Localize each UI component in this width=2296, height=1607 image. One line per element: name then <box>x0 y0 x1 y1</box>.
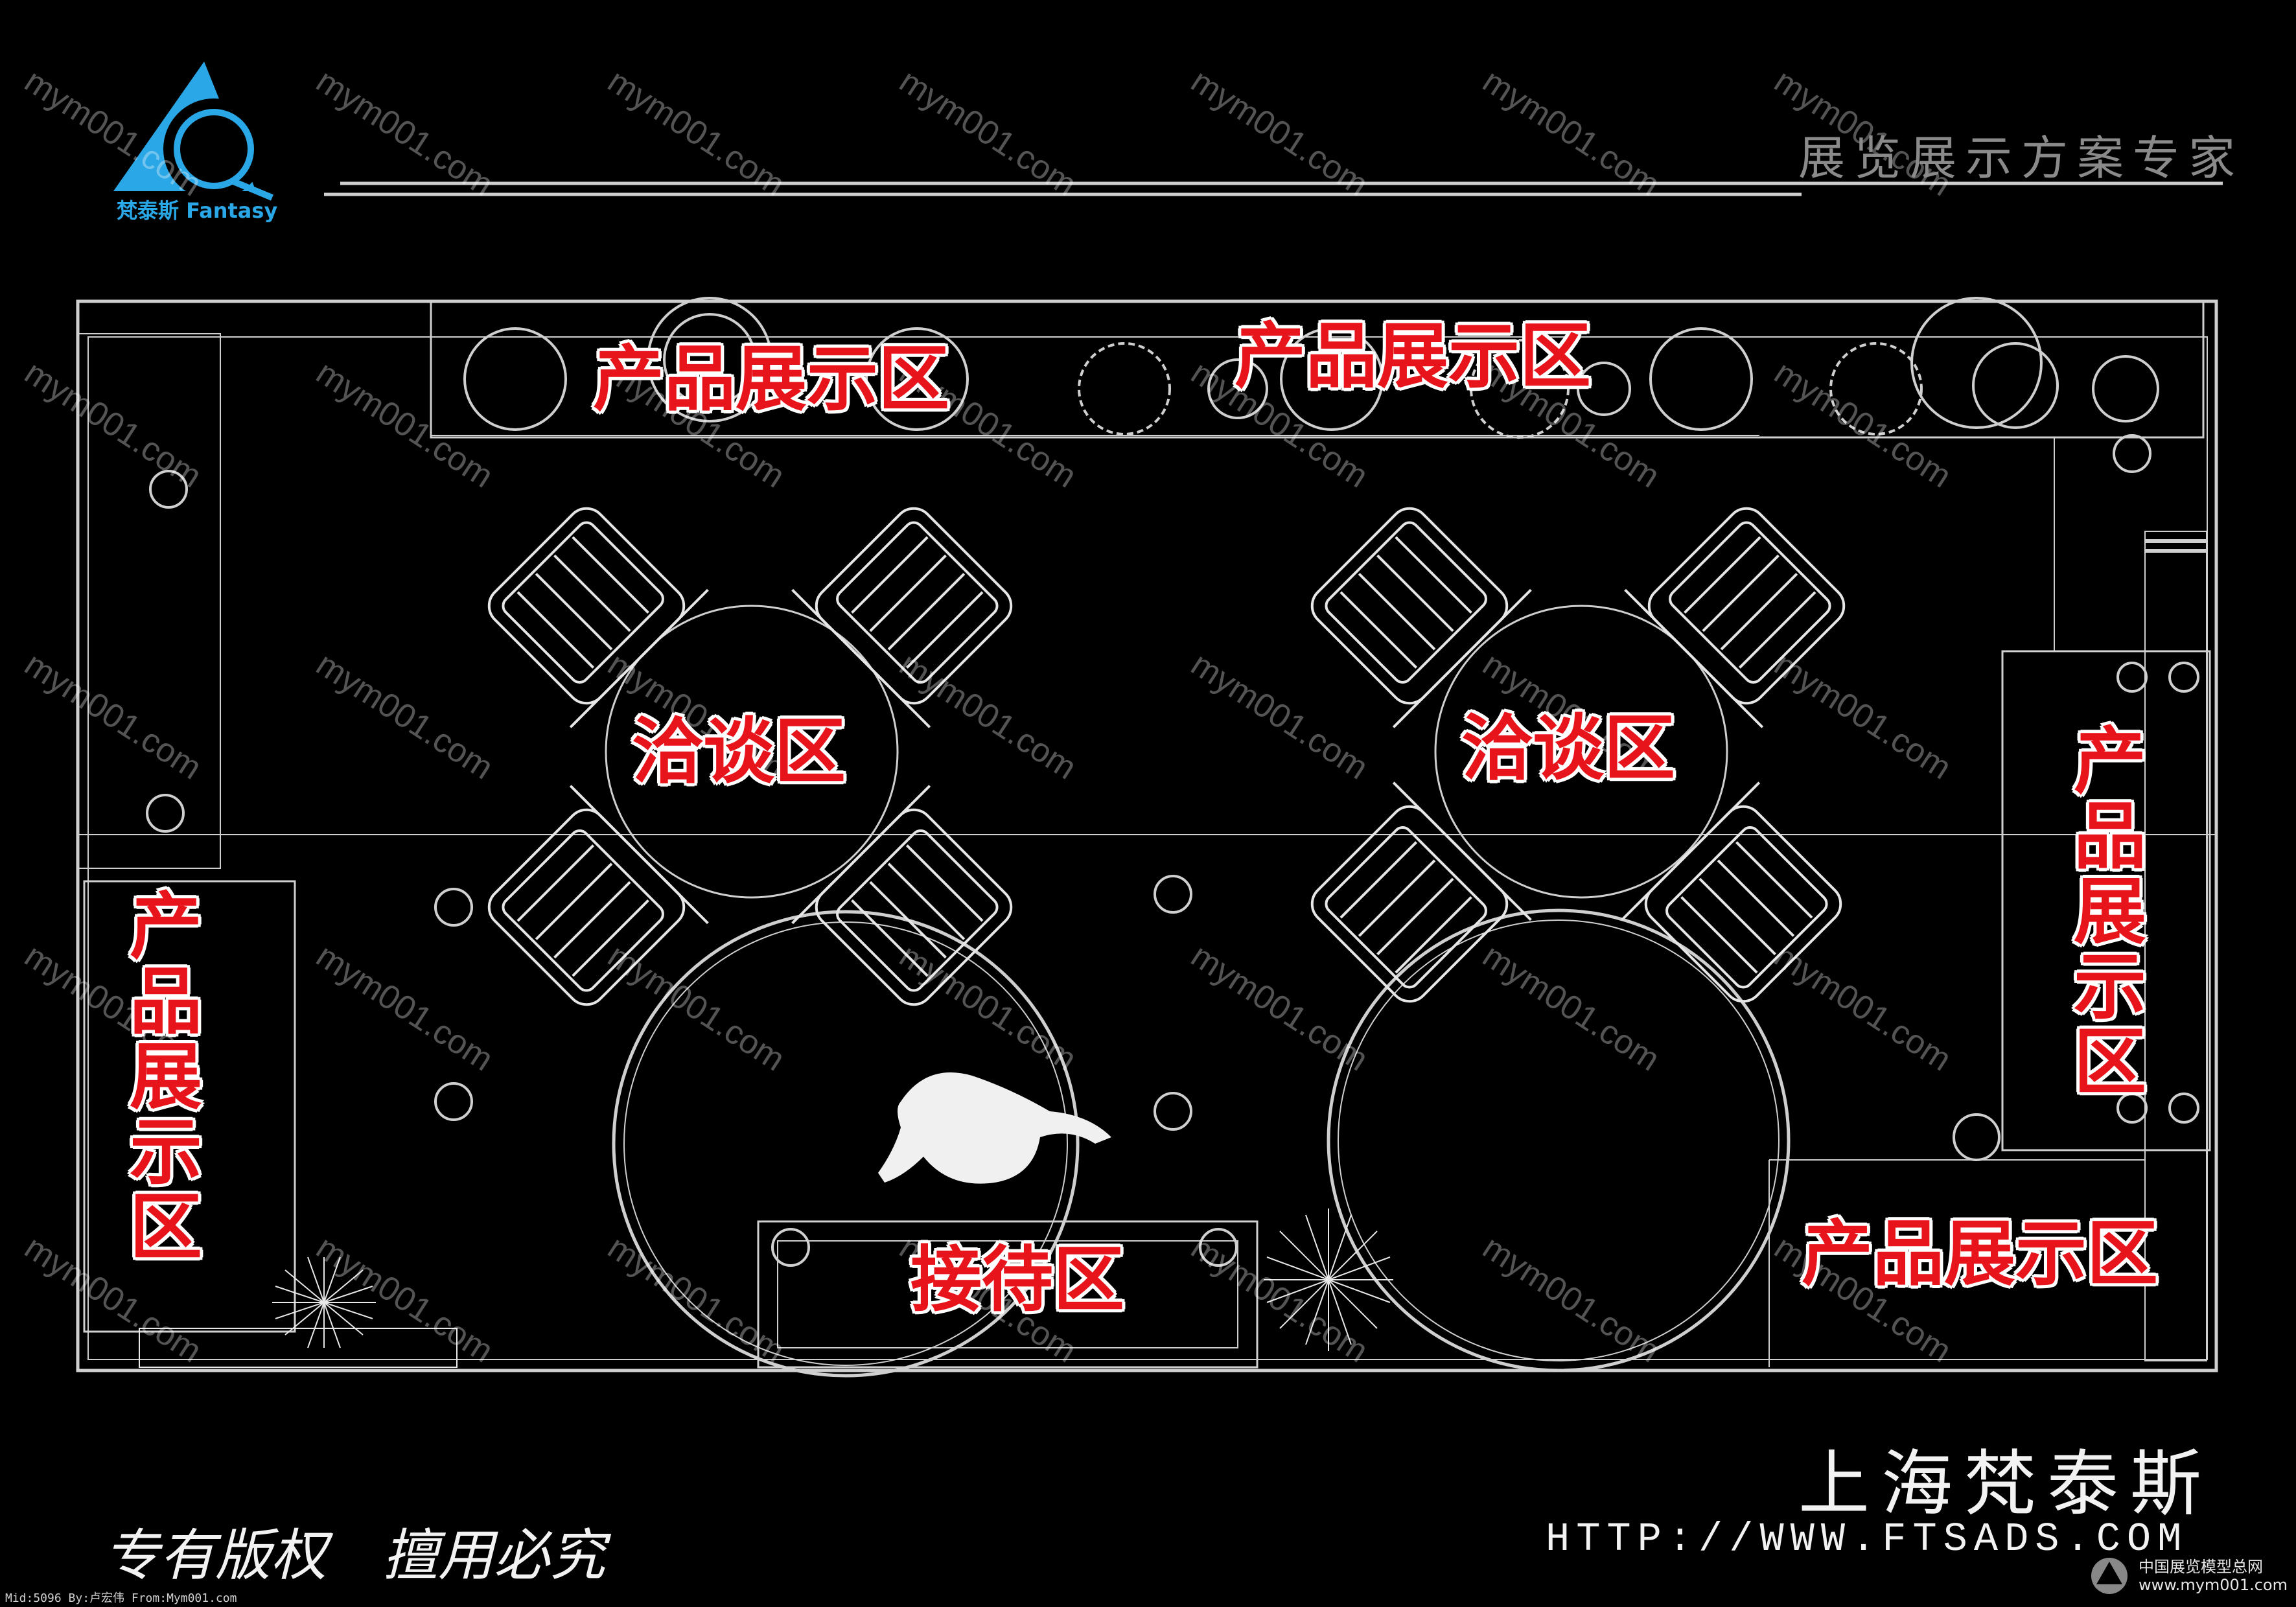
zone-label-display-top-center: 产品展示区 <box>1235 315 1591 398</box>
negotiation-table-right <box>1434 605 1728 899</box>
zone-label-display-left: 产品展示区 <box>117 888 202 1264</box>
company-name: 上海梵泰斯 <box>1798 1442 2213 1525</box>
logo-text: 梵泰斯 Fantasy <box>117 198 278 223</box>
reception-figure <box>878 1072 1111 1184</box>
footer-site-name: 中国展览模型总网 <box>2139 1558 2263 1576</box>
top-display-wall <box>430 300 2205 439</box>
footer-logo-icon <box>2091 1558 2128 1594</box>
right-display-wall <box>2001 650 2211 1151</box>
copyright-notice: 专有版权 擅用必究 <box>104 1523 605 1588</box>
zone-label-display-bottom-right: 产品展示区 <box>1802 1212 2158 1295</box>
zone-label-display-right: 产品展示区 <box>2061 723 2146 1098</box>
reception-counter <box>757 1220 1258 1369</box>
left-display-wall <box>83 880 296 1333</box>
zone-label-negotiation-right: 洽谈区 <box>1461 707 1675 790</box>
zone-label-negotiation-left: 洽谈区 <box>632 710 846 793</box>
image-meta-text: Mid:5096 By:卢宏伟 From:Mym001.com <box>5 1591 237 1605</box>
footer-site-url: www.mym001.com <box>2139 1576 2288 1594</box>
zone-label-display-top-left: 产品展示区 <box>593 338 949 421</box>
logo-mark <box>113 62 273 201</box>
negotiation-table-left <box>605 605 899 899</box>
zone-label-reception: 接待区 <box>910 1238 1124 1321</box>
slogan: 展览展示方案专家 <box>1798 131 2245 185</box>
booth-outline <box>76 299 2218 1372</box>
company-url: HTTP://WWW.FTSADS.COM <box>1546 1516 2188 1562</box>
